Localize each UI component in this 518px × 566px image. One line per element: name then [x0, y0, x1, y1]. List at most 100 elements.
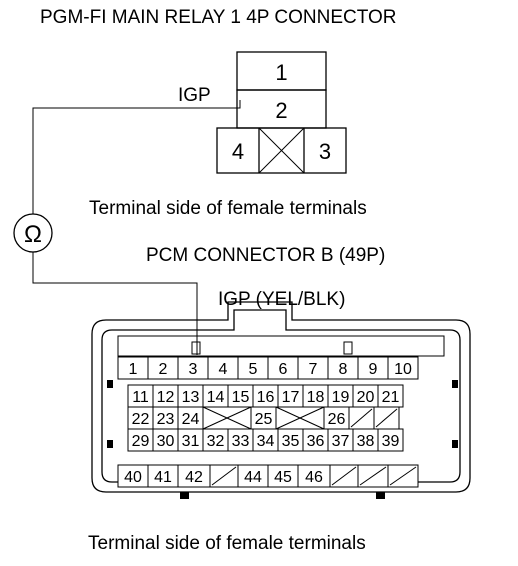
- pcm-terminal-cell: 9: [357, 356, 389, 380]
- pcm-terminal-cell: 12: [152, 384, 179, 408]
- ohm-symbol: Ω: [24, 221, 42, 248]
- pcm-terminal-number: 1: [129, 361, 138, 378]
- pcm-terminal-cell: 37: [327, 428, 354, 452]
- pcm-terminal-number: 17: [282, 389, 300, 406]
- empty-cavity-mark: [331, 466, 357, 486]
- pcm-terminal-number: 34: [257, 433, 275, 450]
- pcm-connector-title: PCM CONNECTOR B (49P): [146, 245, 386, 266]
- pcm-terminal-cell: [329, 464, 359, 488]
- pcm-terminal-number: 32: [207, 433, 225, 450]
- pcm-terminal-cell: 30: [152, 428, 179, 452]
- pcm-terminal-cell: 8: [327, 356, 359, 380]
- pcm-terminal-cell: 32: [202, 428, 229, 452]
- pcm-terminal-cell: 34: [252, 428, 279, 452]
- ohmmeter-icon: Ω: [13, 213, 53, 253]
- pcm-terminal-number: 11: [132, 389, 149, 406]
- pcm-connector-housing: [91, 301, 471, 499]
- pcm-terminal-number: 30: [157, 433, 175, 450]
- pcm-terminal-number: 10: [394, 361, 412, 378]
- pcm-terminal-number: 15: [232, 389, 250, 406]
- pcm-terminal-number: 38: [357, 433, 375, 450]
- pcm-terminal-cell: [275, 406, 325, 430]
- relay-probe-label: IGP: [178, 85, 211, 106]
- pcm-terminal-cell: 10: [387, 356, 419, 380]
- pcm-terminal-number: 21: [382, 389, 400, 406]
- pcm-terminal-cell: 29: [127, 428, 154, 452]
- blocked-cavity-mark: [275, 406, 325, 430]
- pcm-terminal-cell: 33: [227, 428, 254, 452]
- pcm-terminal-number: 16: [257, 389, 275, 406]
- pcm-terminal-number: 19: [332, 389, 350, 406]
- pcm-terminal-cell: 26: [323, 406, 350, 430]
- pcm-terminal-cell: 5: [237, 356, 269, 380]
- pcm-terminal-cell: [202, 406, 252, 430]
- pcm-terminal-cell: [209, 464, 239, 488]
- pcm-terminal-cell: [387, 464, 419, 488]
- pcm-terminal-number: 35: [282, 433, 300, 450]
- pcm-terminal-number: 4: [219, 361, 228, 378]
- relay-connector-title: PGM-FI MAIN RELAY 1 4P CONNECTOR: [40, 7, 397, 28]
- blocked-cavity-mark: [202, 406, 252, 430]
- pcm-terminal-cell: 41: [147, 464, 179, 488]
- relay-terminal-3: 3: [319, 139, 331, 164]
- pcm-terminal-cell: 40: [117, 464, 149, 488]
- pcm-terminal-number: 7: [309, 361, 318, 378]
- pcm-terminal-number: 25: [255, 411, 273, 428]
- pcm-connector-caption: Terminal side of female terminals: [88, 533, 366, 554]
- pcm-terminal-cell: 17: [277, 384, 304, 408]
- pcm-terminal-cell: [348, 406, 375, 430]
- pcm-terminal-cell: 23: [152, 406, 179, 430]
- pcm-terminal-cell: 6: [267, 356, 299, 380]
- pcm-terminal-cell: 46: [297, 464, 331, 488]
- pcm-terminal-number: 39: [382, 433, 400, 450]
- pcm-terminal-number: 5: [249, 361, 258, 378]
- pcm-terminal-number: 14: [207, 389, 225, 406]
- probe-wire-relay: [32, 100, 241, 214]
- pcm-terminal-cell: 45: [267, 464, 299, 488]
- pcm-terminal-cell: 35: [277, 428, 304, 452]
- empty-cavity-mark: [389, 466, 417, 486]
- pcm-terminal-cell: 2: [147, 356, 179, 380]
- relay-connector-caption: Terminal side of female terminals: [89, 198, 367, 219]
- pcm-terminal-number: 45: [274, 469, 292, 486]
- empty-cavity-mark: [211, 466, 237, 486]
- pcm-terminal-number: 12: [157, 389, 175, 406]
- empty-cavity-mark: [375, 408, 398, 428]
- pcm-terminal-number: 18: [307, 389, 325, 406]
- pcm-terminal-cell: 18: [302, 384, 329, 408]
- pcm-terminal-number: 23: [157, 411, 175, 428]
- pcm-probe-label: IGP (YEL/BLK): [218, 289, 346, 310]
- pcm-terminal-number: 31: [182, 433, 200, 450]
- pcm-terminal-number: 20: [357, 389, 375, 406]
- pcm-terminal-cell: 3: [177, 356, 209, 380]
- pcm-terminal-cell: 15: [227, 384, 254, 408]
- empty-cavity-mark: [359, 466, 387, 486]
- pcm-terminal-number: 24: [182, 411, 200, 428]
- pcm-terminal-cell: 14: [202, 384, 229, 408]
- pcm-terminal-cell: 44: [237, 464, 269, 488]
- pcm-terminal-cell: 7: [297, 356, 329, 380]
- relay-terminal-2: 2: [275, 98, 287, 123]
- pcm-terminal-number: 13: [182, 389, 200, 406]
- pcm-terminal-number: 44: [244, 469, 262, 486]
- pcm-terminal-cell: 39: [377, 428, 404, 452]
- pcm-terminal-number: 22: [132, 411, 150, 428]
- pcm-terminal-number: 41: [154, 469, 172, 486]
- pcm-terminal-number: 40: [124, 469, 142, 486]
- pcm-terminal-cell: 11: [127, 384, 154, 408]
- pcm-terminal-number: 29: [132, 433, 150, 450]
- pcm-terminal-cell: 1: [117, 356, 149, 380]
- pcm-terminal-cell: 24: [177, 406, 204, 430]
- pcm-terminal-cell: 16: [252, 384, 279, 408]
- pcm-terminal-number: 2: [159, 361, 168, 378]
- pcm-terminal-cell: 38: [352, 428, 379, 452]
- pcm-terminal-cell: 36: [302, 428, 329, 452]
- pcm-terminal-number: 42: [185, 469, 203, 486]
- pcm-terminal-cell: 21: [377, 384, 404, 408]
- pcm-terminal-cell: 20: [352, 384, 379, 408]
- probe-wire-pcm: [32, 252, 198, 355]
- empty-cavity-mark: [350, 408, 373, 428]
- pcm-terminal-cell: [373, 406, 400, 430]
- relay-connector: 1 2 4 3: [216, 51, 347, 174]
